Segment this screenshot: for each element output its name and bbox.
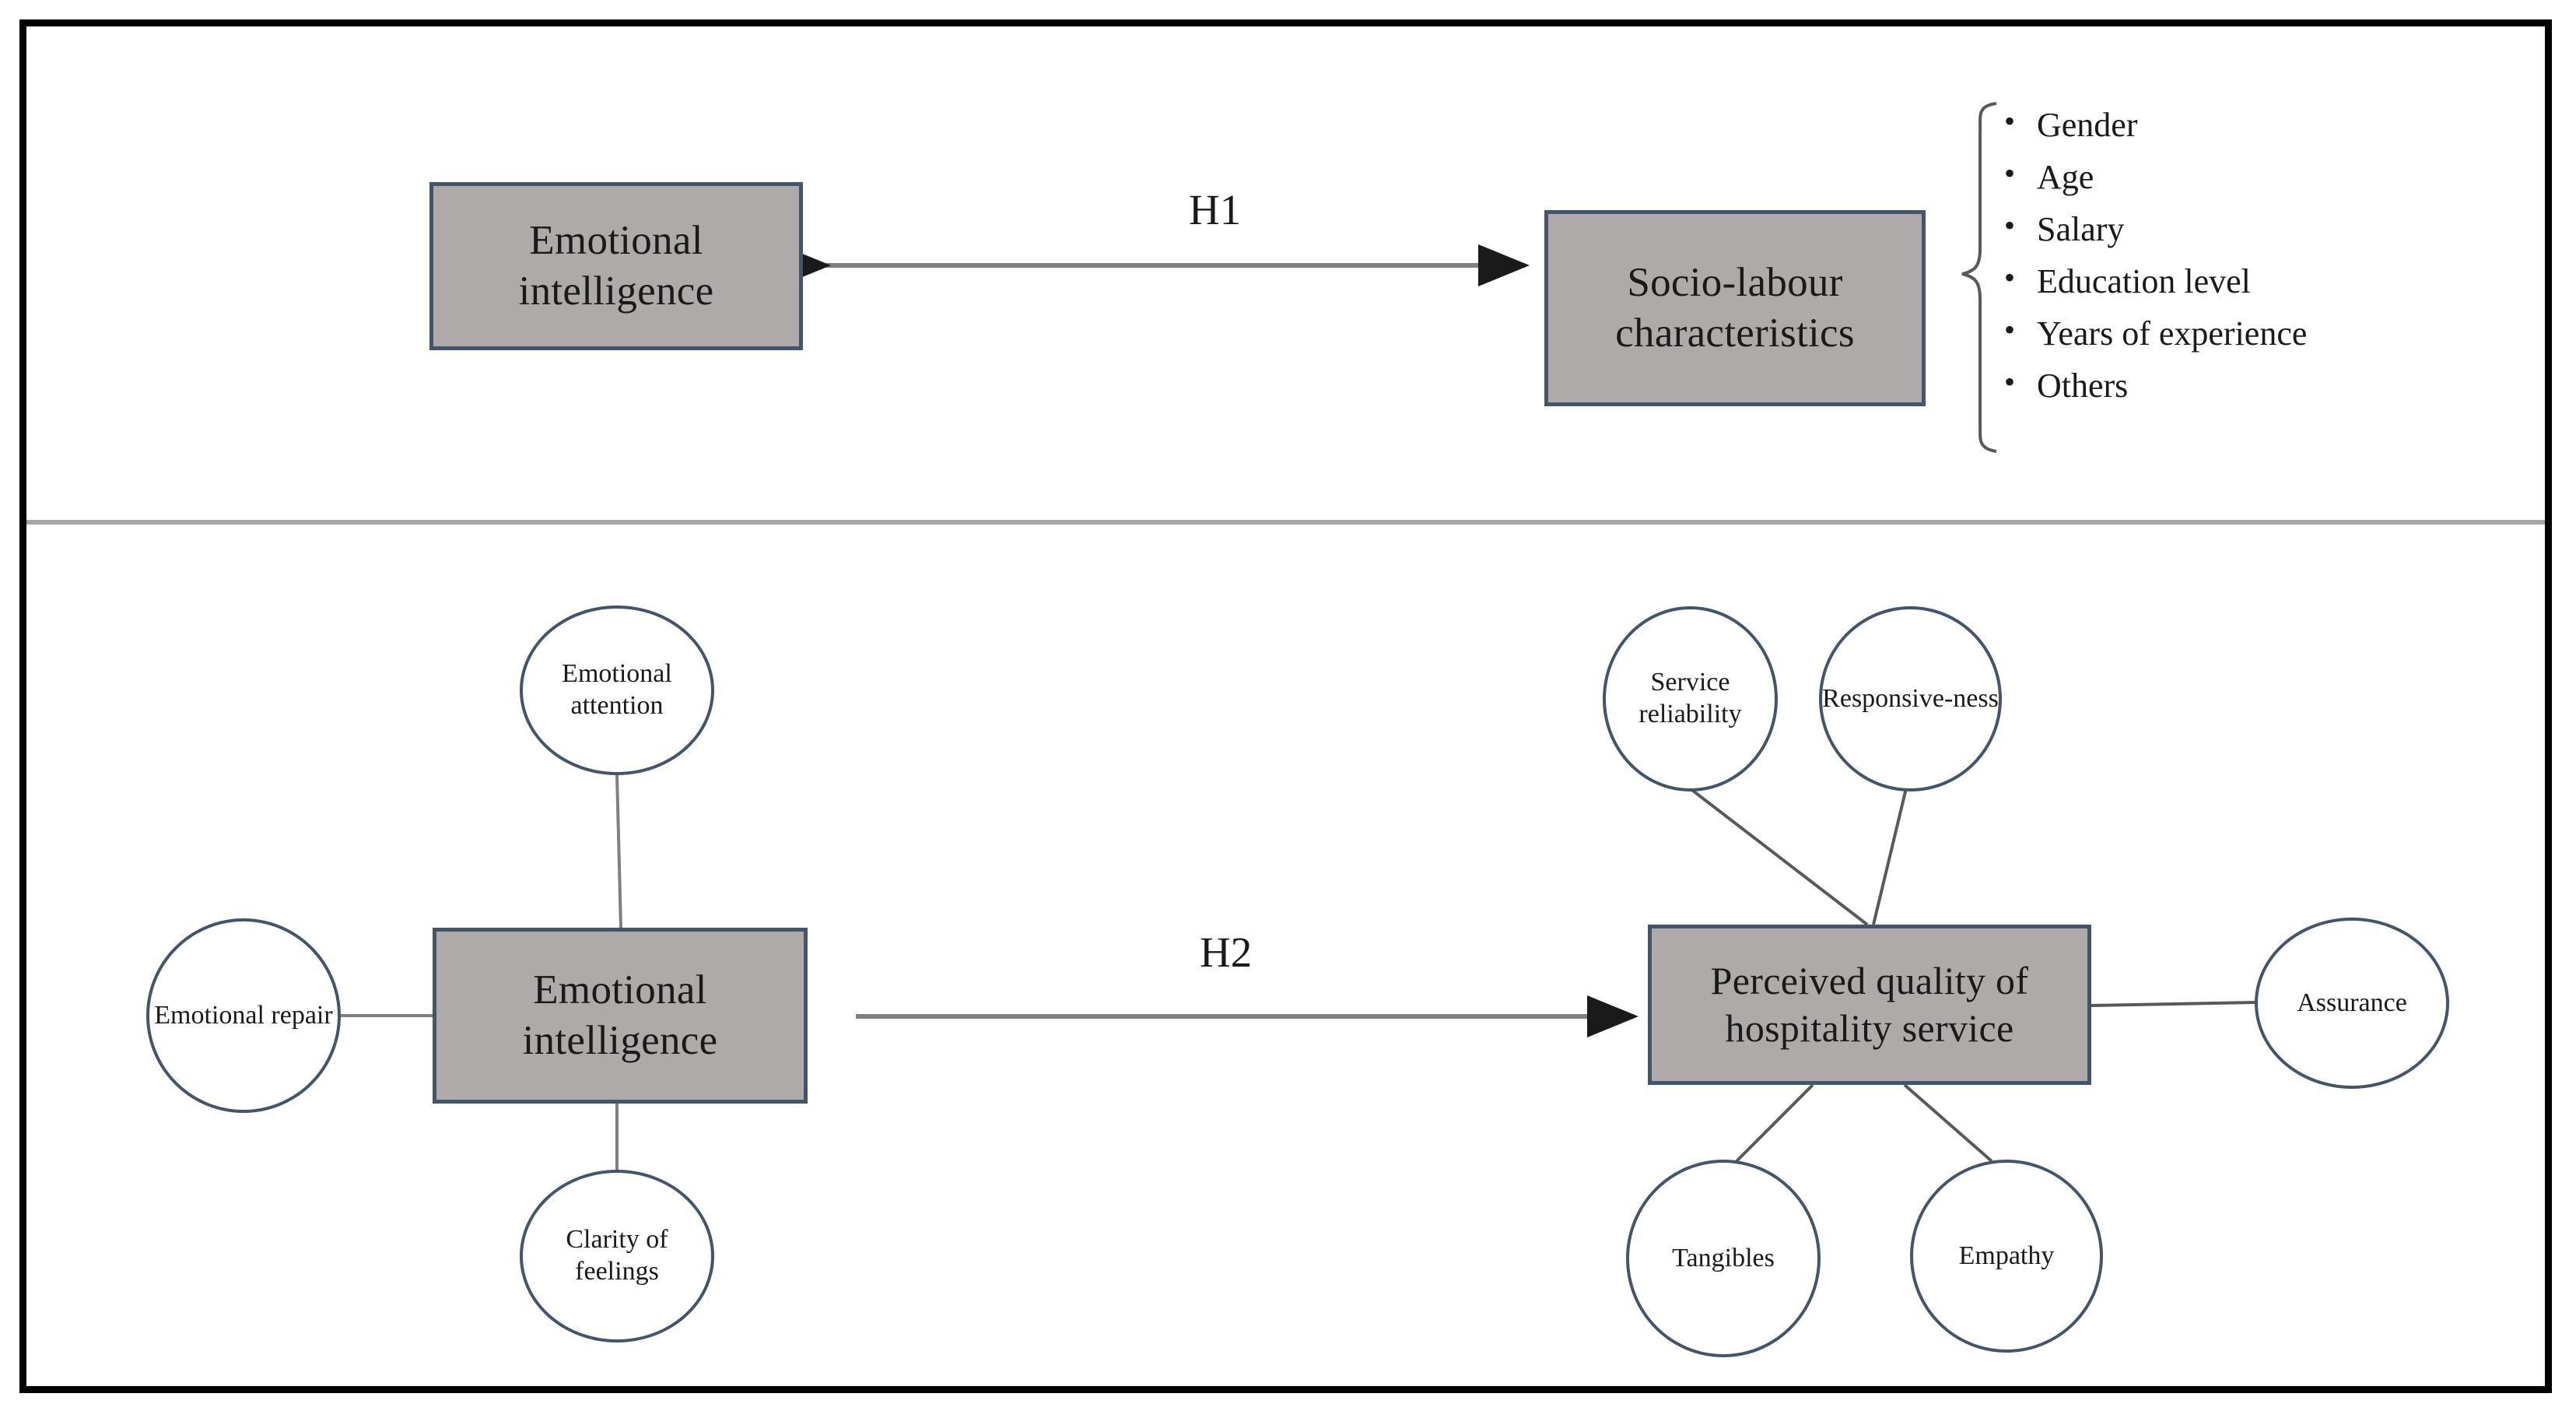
box-socio-labour-characteristics[interactable]: Socio-labour characteristics	[1544, 210, 1926, 406]
panel-divider	[26, 520, 2545, 525]
circle-emotional-attention[interactable]: Emotional attention	[520, 605, 714, 775]
list-item: Salary	[1999, 207, 2497, 249]
circle-assurance[interactable]: Assurance	[2255, 918, 2449, 1089]
hypothesis-h2-label: H2	[1200, 928, 1253, 976]
circle-empathy[interactable]: Empathy	[1910, 1160, 2103, 1353]
socio-labour-characteristics-list: Gender Age Salary Education level Years …	[1999, 103, 2497, 418]
list-item: Age	[1999, 155, 2497, 197]
list-item: Gender	[1999, 103, 2497, 145]
circle-tangibles[interactable]: Tangibles	[1626, 1160, 1821, 1357]
list-item: Education level	[1999, 259, 2497, 301]
box-emotional-intelligence-top[interactable]: Emotional intelligence	[429, 182, 803, 350]
circle-service-reliability[interactable]: Service reliability	[1603, 606, 1778, 791]
hypothesis-h1-label: H1	[1189, 186, 1242, 233]
box-emotional-intelligence-bottom[interactable]: Emotional intelligence	[433, 928, 808, 1104]
circle-emotional-repair[interactable]: Emotional repair	[146, 918, 341, 1113]
circle-responsiveness[interactable]: Responsive-ness	[1819, 606, 2002, 791]
list-item: Others	[1999, 363, 2497, 405]
circle-clarity-of-feelings[interactable]: Clarity of feelings	[520, 1170, 714, 1343]
list-item: Years of experience	[1999, 311, 2497, 353]
box-perceived-quality-of-hospitality-service[interactable]: Perceived quality of hospitality service	[1648, 925, 2091, 1085]
